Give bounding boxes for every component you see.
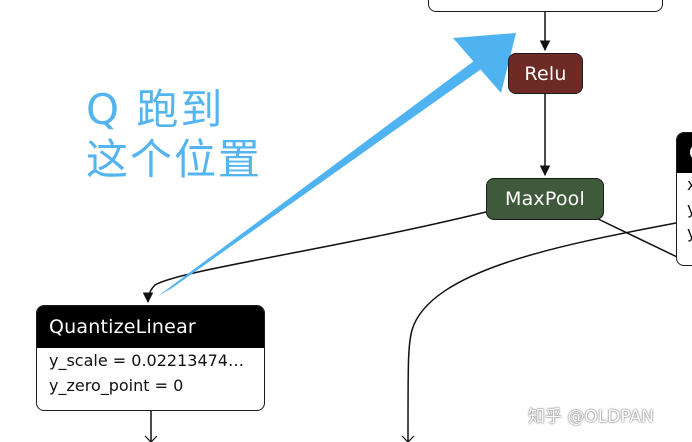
top-partial-node[interactable] — [428, 0, 663, 12]
maxpool-label: MaxPool — [505, 188, 585, 210]
quantize-linear-attr-y-scale: y_scale = 0.02213474… — [49, 351, 244, 370]
relu-node[interactable]: Relu — [508, 53, 583, 94]
quantize-linear-attr-y-zero-point: y_zero_point = 0 — [49, 376, 184, 395]
maxpool-node[interactable]: MaxPool — [486, 178, 604, 220]
relu-label: Relu — [524, 62, 567, 85]
right-node-header: Q — [677, 133, 692, 173]
edge-maxpool-to-quantize — [142, 211, 487, 304]
right-node-attr-1: x — [677, 173, 692, 197]
arrowhead-bottom-mid — [401, 435, 415, 442]
right-partial-node[interactable]: Q x y y — [676, 132, 692, 266]
annotation-arrow — [158, 33, 516, 296]
watermark: 知乎 @OLDPAN — [528, 407, 654, 427]
edge-right-to-down — [407, 222, 677, 442]
arrowhead-bottom-left — [144, 435, 158, 442]
right-node-attr-2: y — [677, 197, 692, 221]
quantize-linear-header: QuantizeLinear — [37, 306, 264, 348]
quantize-linear-node[interactable]: QuantizeLinear y_scale = 0.02213474… y_z… — [36, 305, 265, 411]
annotation-line-1: Q 跑到 — [86, 85, 225, 134]
annotation-line-2: 这个位置 — [86, 135, 263, 184]
right-node-attr-3: y — [677, 221, 692, 245]
